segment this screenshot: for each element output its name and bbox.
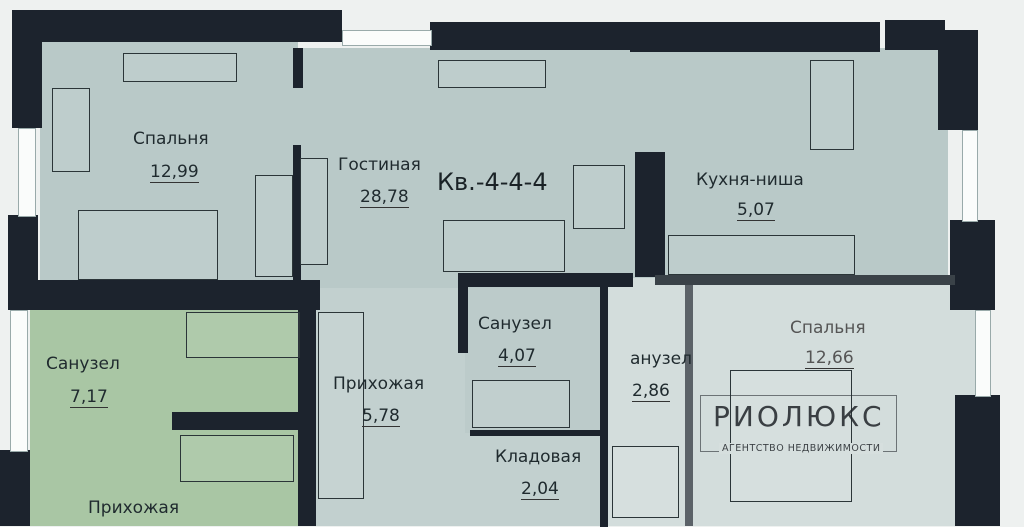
- bathtub: [472, 380, 570, 428]
- window: [342, 30, 432, 46]
- wall: [458, 273, 468, 353]
- bathroom-2-area: [465, 288, 605, 433]
- wall: [458, 273, 633, 287]
- room-name-hallway: Прихожая: [333, 374, 425, 394]
- window: [10, 310, 28, 452]
- bed: [730, 370, 852, 502]
- room-name-kitchen: Кухня-ниша: [696, 170, 804, 190]
- sofa: [443, 220, 565, 272]
- wall: [293, 145, 301, 285]
- tv-stand: [438, 60, 546, 88]
- watermark-logo-text: РИОЛЮКС: [713, 400, 885, 433]
- room-area-bedroom-1: 12,99: [150, 162, 199, 183]
- wall: [938, 30, 978, 130]
- apartment-label: Кв.-4-4-4: [437, 168, 548, 196]
- window: [975, 310, 991, 397]
- dining-table: [810, 60, 854, 150]
- wall: [630, 22, 880, 52]
- room-area-bathroom-3: 2,86: [632, 381, 670, 402]
- room-area-bathroom-2: 4,07: [498, 346, 536, 367]
- room-name-bathroom-2: Санузел: [478, 314, 552, 334]
- armchair: [573, 165, 625, 229]
- desk: [52, 88, 90, 172]
- cabinet: [300, 158, 328, 265]
- room-area-hallway: 5,78: [362, 406, 400, 427]
- wall: [655, 275, 955, 285]
- wall: [955, 395, 1000, 526]
- room-area-bedroom-2: 12,66: [805, 348, 854, 369]
- bedroom-2-area: [605, 278, 975, 526]
- room-name-storage: Кладовая: [495, 447, 582, 467]
- wall: [685, 285, 693, 526]
- wall: [12, 10, 42, 128]
- wardrobe: [318, 312, 364, 499]
- wall: [0, 450, 30, 526]
- room-name-living-room: Гостиная: [338, 155, 421, 175]
- wall: [172, 412, 300, 430]
- wardrobe: [180, 435, 294, 482]
- wardrobe: [255, 175, 293, 277]
- room-name-bedroom-1: Спальня: [133, 129, 209, 149]
- wall: [293, 48, 303, 88]
- watermark-subtitle: АГЕНТСТВО НЕДВИЖИМОСТИ: [719, 443, 884, 454]
- room-name-bathroom-1: Санузел: [46, 354, 120, 374]
- hallway-area: [315, 288, 465, 526]
- wall: [470, 430, 605, 436]
- room-area-kitchen: 5,07: [737, 200, 775, 221]
- window: [18, 128, 36, 217]
- shower: [612, 446, 679, 518]
- wall: [600, 287, 608, 527]
- room-area-storage: 2,04: [521, 479, 559, 500]
- shelf: [123, 53, 237, 82]
- room-area-bathroom-1: 7,17: [70, 387, 108, 408]
- window: [962, 130, 978, 222]
- room-area-living-room: 28,78: [360, 187, 409, 208]
- wall: [885, 20, 945, 50]
- room-name-bedroom-2: Спальня: [790, 318, 866, 338]
- wall: [635, 152, 665, 277]
- room-name-hallway-2: Прихожая: [88, 498, 180, 518]
- kitchen-counter: [668, 235, 855, 275]
- wall: [430, 22, 630, 50]
- wall: [10, 280, 320, 310]
- bed: [78, 210, 218, 280]
- wall: [298, 300, 316, 526]
- storage-area: [465, 433, 605, 526]
- room-name-bathroom-3: анузел: [630, 349, 692, 369]
- living-room-area: [298, 48, 948, 288]
- wall: [12, 10, 342, 42]
- wall: [950, 220, 995, 310]
- bathtub: [186, 312, 300, 358]
